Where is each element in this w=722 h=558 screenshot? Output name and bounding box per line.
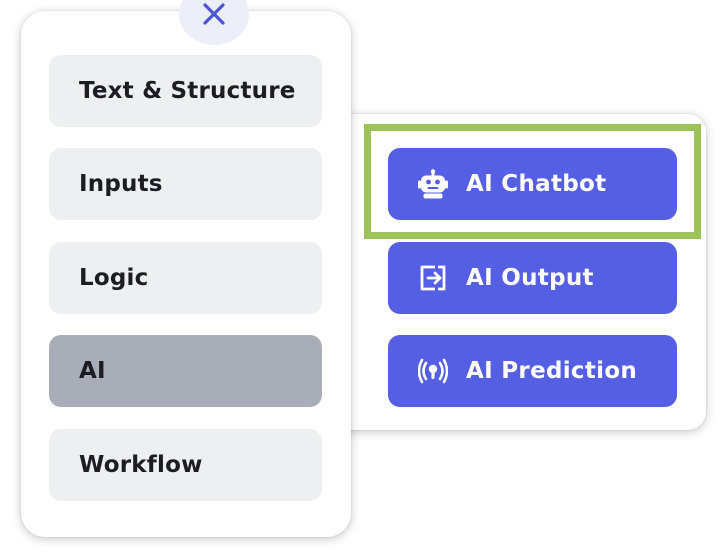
ai-chatbot-button[interactable]: AI Chatbot bbox=[388, 148, 677, 220]
option-label: AI Chatbot bbox=[466, 171, 607, 197]
category-label: Logic bbox=[79, 265, 149, 291]
category-label: Text & Structure bbox=[79, 78, 296, 104]
category-logic[interactable]: Logic bbox=[49, 242, 322, 314]
category-inputs[interactable]: Inputs bbox=[49, 148, 322, 220]
ai-prediction-button[interactable]: AI Prediction bbox=[388, 335, 677, 407]
option-label: AI Output bbox=[466, 265, 594, 291]
close-button[interactable] bbox=[179, 0, 249, 45]
close-icon bbox=[203, 3, 225, 25]
export-arrow-icon bbox=[418, 263, 448, 293]
category-workflow[interactable]: Workflow bbox=[49, 429, 322, 501]
category-label: Workflow bbox=[79, 452, 203, 478]
broadcast-icon bbox=[418, 356, 448, 386]
category-text-structure[interactable]: Text & Structure bbox=[49, 55, 322, 127]
category-label: Inputs bbox=[79, 171, 163, 197]
category-label: AI bbox=[79, 358, 106, 384]
robot-icon bbox=[418, 169, 448, 199]
ai-output-button[interactable]: AI Output bbox=[388, 242, 677, 314]
category-ai[interactable]: AI bbox=[49, 335, 322, 407]
option-label: AI Prediction bbox=[466, 358, 638, 384]
